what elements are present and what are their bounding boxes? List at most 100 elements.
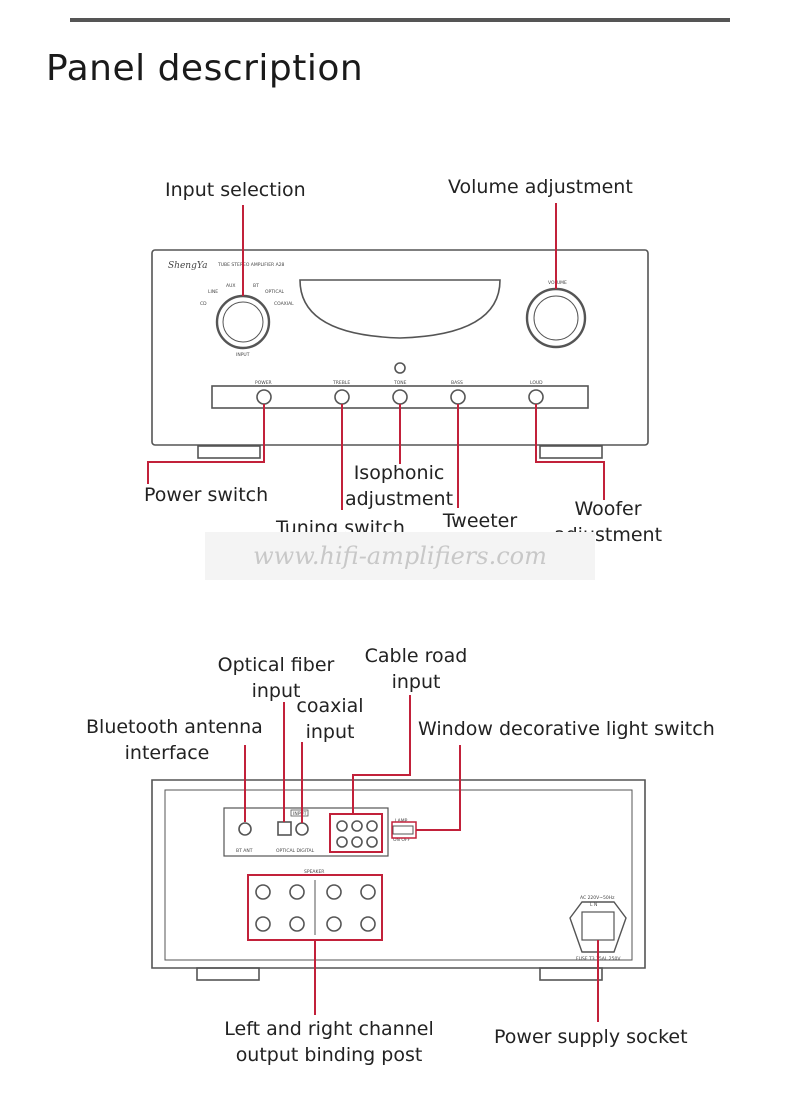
- label-power-switch: Power switch: [144, 484, 269, 506]
- label-optical-fiber: Optical fiber input: [212, 652, 340, 704]
- watermark: www.hifi-amplifiers.com: [205, 532, 595, 580]
- binding-post-8: [360, 916, 376, 932]
- knob-label-tone: TONE: [393, 380, 407, 386]
- label-bluetooth-line2: interface: [124, 742, 210, 764]
- label-tweeter-line1: Tweeter: [442, 510, 518, 532]
- label-volume-adjustment: Volume adjustment: [448, 176, 633, 198]
- volume-label: VOLUME: [548, 280, 567, 286]
- rca-4: [336, 836, 348, 848]
- rca-1: [336, 820, 348, 832]
- tube-window: [299, 279, 501, 339]
- input-label-bt: BT: [253, 283, 259, 289]
- page-title: Panel description: [46, 48, 364, 89]
- model-line: TUBE STEREO AMPLIFIER A28: [217, 262, 285, 268]
- callout-box-lamp: [391, 821, 417, 839]
- rca-6: [366, 836, 378, 848]
- volume-knob-inner: [533, 295, 579, 341]
- indicator-led: [394, 362, 406, 374]
- volume-knob: [525, 287, 587, 349]
- label-binding-line1: Left and right channel: [224, 1018, 434, 1040]
- label-coaxial-line1: coaxial: [296, 695, 364, 717]
- input-tag: INPUT: [293, 811, 307, 817]
- top-divider: [70, 18, 730, 22]
- label-bluetooth-line1: Bluetooth antenna: [86, 716, 263, 738]
- input-knob: [215, 294, 271, 350]
- coaxial-jack: [295, 822, 309, 836]
- binding-post-1: [255, 884, 271, 900]
- label-window-light: Window decorative light switch: [418, 718, 715, 740]
- power-socket-inner: [581, 911, 615, 941]
- ac-ln-label: L N: [590, 902, 597, 908]
- rca-5: [351, 836, 363, 848]
- knob-label-loud: LOUD: [530, 380, 543, 386]
- label-cable-line2: input: [391, 671, 441, 693]
- front-foot-right: [539, 445, 603, 459]
- rear-chassis-inner: [164, 789, 633, 961]
- label-binding-post: Left and right channel output binding po…: [220, 1016, 438, 1068]
- input-tag-box: [290, 809, 309, 817]
- digital-label: OPTICAL DIGITAL: [276, 848, 315, 854]
- callout-line-cable: [352, 695, 411, 814]
- label-optical-line2: input: [251, 680, 301, 702]
- rear-panel: [151, 779, 646, 981]
- input-plate: [223, 807, 389, 857]
- binding-post-6: [289, 916, 305, 932]
- binding-post-5: [255, 916, 271, 932]
- label-power-socket: Power supply socket: [494, 1026, 688, 1048]
- binding-post-4: [360, 884, 376, 900]
- bt-ant-label: BT ANT: [236, 848, 253, 854]
- tone-knob: [392, 389, 408, 405]
- rear-foot-right: [539, 967, 603, 981]
- label-optical-line1: Optical fiber: [217, 654, 335, 676]
- optical-jack: [277, 821, 292, 836]
- loud-knob: [528, 389, 544, 405]
- label-coaxial-line2: input: [305, 721, 355, 743]
- label-woofer-line1: Woofer: [574, 498, 642, 520]
- label-cable-road: Cable road input: [360, 643, 472, 695]
- input-knob-inner: [222, 301, 264, 343]
- input-label-coaxial: COAXIAL: [274, 301, 294, 307]
- lamp-label: LAMP: [395, 818, 408, 824]
- callout-box-rca: [329, 813, 383, 853]
- label-isophonic-line2: adjustment: [344, 488, 454, 510]
- rear-foot-left: [196, 967, 260, 981]
- label-isophonic-line1: Isophonic: [353, 462, 445, 484]
- lamp-on-off-label: ON OFF: [393, 837, 410, 843]
- power-socket-body: [569, 901, 627, 953]
- label-coaxial: coaxial input: [294, 693, 366, 745]
- label-cable-line1: Cable road: [364, 645, 468, 667]
- binding-post-2: [289, 884, 305, 900]
- brand-logo: ShengYa: [168, 261, 207, 271]
- callout-line-power: [147, 404, 265, 484]
- label-binding-line2: output binding post: [235, 1044, 423, 1066]
- label-bluetooth: Bluetooth antenna interface: [86, 714, 263, 766]
- input-label-input: INPUT: [236, 352, 250, 358]
- label-isophonic: Isophonic adjustment: [342, 460, 456, 512]
- bass-knob: [450, 389, 466, 405]
- bt-ant-jack: [238, 822, 252, 836]
- knob-label-bass: BASS: [451, 380, 463, 386]
- front-callout-lines: [147, 203, 605, 510]
- treble-knob: [334, 389, 350, 405]
- power-knob: [256, 389, 272, 405]
- label-input-selection: Input selection: [165, 179, 306, 201]
- binding-post-3: [326, 884, 342, 900]
- knob-label-treble: TREBLE: [332, 380, 350, 386]
- rear-chassis: [151, 779, 646, 969]
- rear-callout-lines: [244, 695, 599, 1022]
- input-label-aux: AUX: [226, 283, 235, 289]
- input-label-optical: OPTICAL: [265, 289, 285, 295]
- rca-2: [351, 820, 363, 832]
- callout-line-window-light: [416, 745, 461, 831]
- speaker-tag: SPEAKER: [304, 869, 324, 875]
- front-foot-left: [197, 445, 261, 459]
- input-label-line: LINE: [208, 289, 218, 295]
- binding-post-7: [326, 916, 342, 932]
- lamp-switch: [392, 825, 414, 835]
- callout-line-woofer: [535, 404, 605, 500]
- rca-3: [366, 820, 378, 832]
- input-label-cd: CD: [200, 301, 207, 307]
- knob-label-power: POWER: [255, 380, 272, 386]
- ac-label: AC 220V~50Hz: [580, 895, 615, 901]
